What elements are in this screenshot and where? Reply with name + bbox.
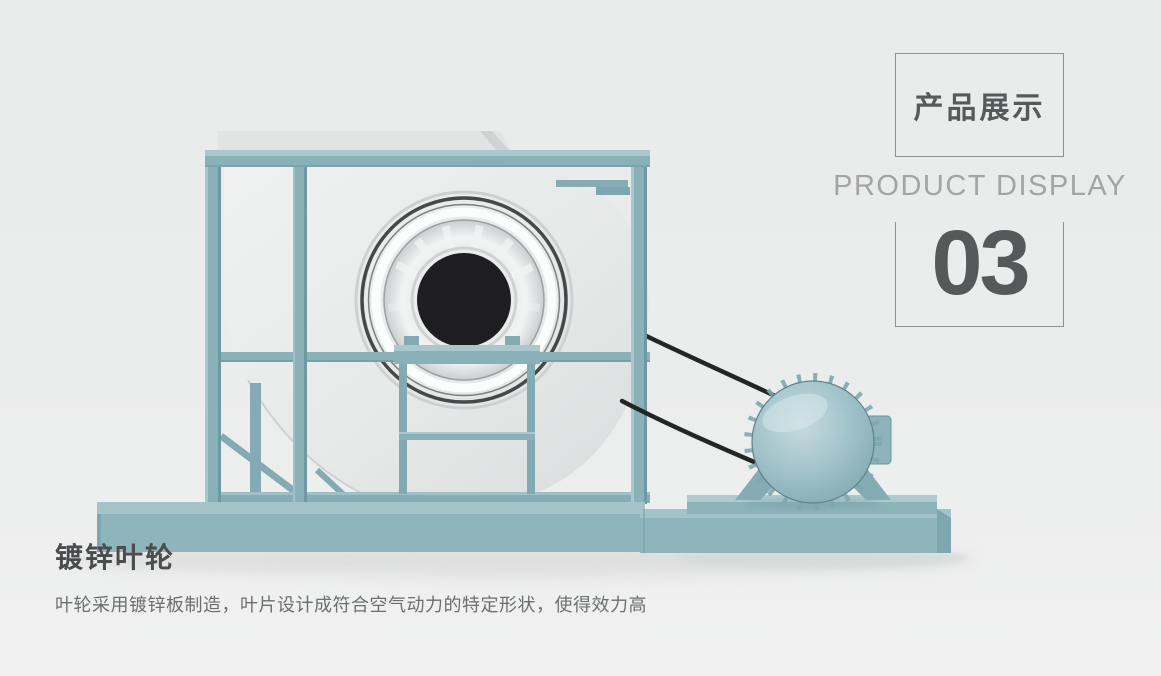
badge-number: 03 <box>931 212 1030 314</box>
frame-columns <box>205 152 647 504</box>
caption-description: 叶轮采用镀锌板制造，叶片设计成符合空气动力的特定形状，使得效力高 <box>55 595 647 615</box>
inlet <box>354 190 574 410</box>
inlet-bracket-ladder <box>394 336 540 494</box>
motor-highlight <box>762 393 828 433</box>
badge-number-box: 03 <box>895 217 1064 327</box>
frame-top-bar <box>205 150 650 167</box>
inlet-hub <box>417 253 511 347</box>
motor <box>735 373 892 511</box>
caption-title: 镀锌叶轮 <box>55 542 176 573</box>
product-display-badge-box: 产品展示 <box>895 53 1064 157</box>
base <box>97 502 951 553</box>
impeller-blades <box>387 224 541 312</box>
badge-title-en: PRODUCT DISPLAY <box>833 170 1127 202</box>
badge-title-cn: 产品展示 <box>913 92 1046 125</box>
motor-fins <box>744 373 882 511</box>
